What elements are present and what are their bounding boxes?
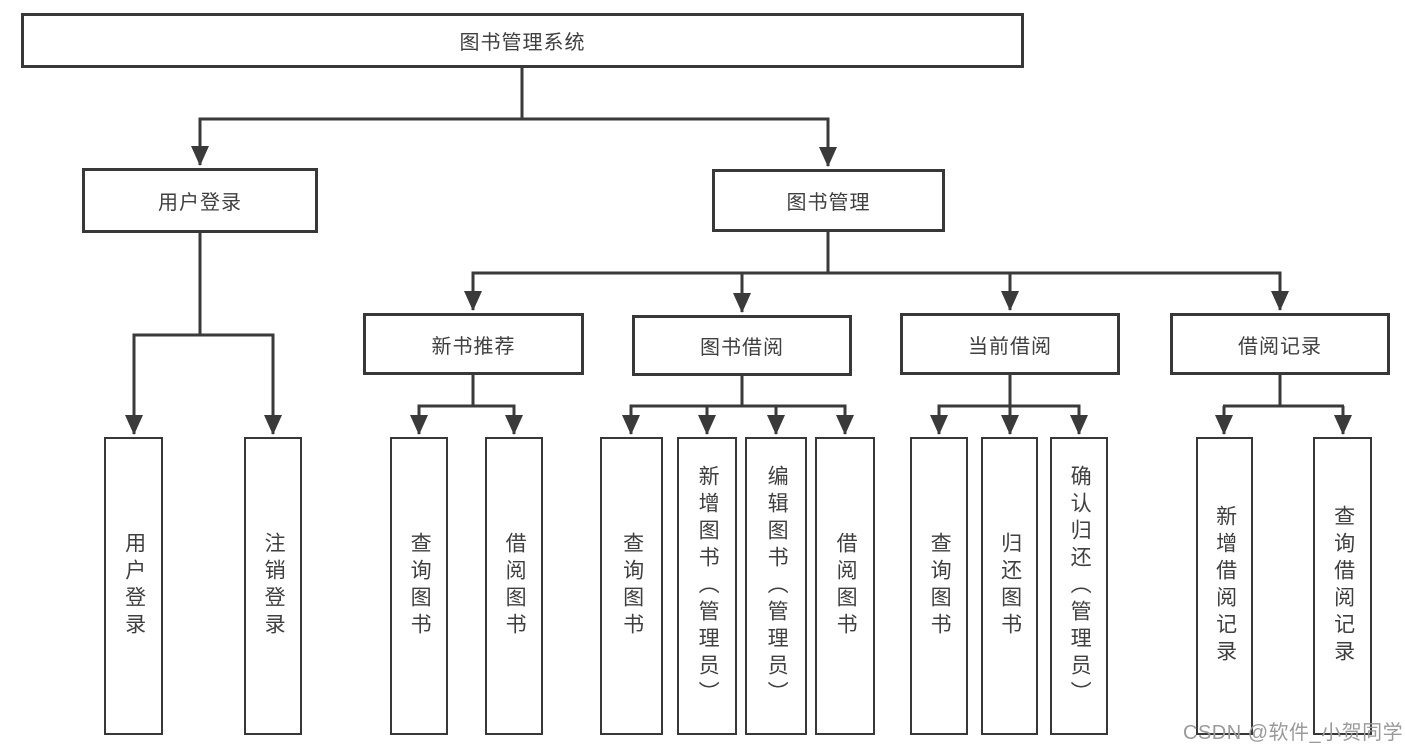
leaf-query-books-newrec: 查询图书 [390, 437, 448, 735]
leaf-query-books-current: 查询图书 [910, 437, 968, 735]
leaf-add-borrow-record: 新增借阅记录 [1196, 437, 1253, 735]
leaf-label: 查询借阅记录 [1331, 505, 1355, 667]
leaf-edit-book-admin: 编辑图书（管理员） [745, 437, 807, 735]
leaf-borrow-books-borrow: 借阅图书 [815, 437, 875, 735]
leaf-label: 查询图书 [408, 532, 432, 640]
node-book-borrow: 图书借阅 [632, 315, 852, 376]
leaf-user-login: 用户登录 [104, 437, 163, 735]
node-current-borrow: 当前借阅 [900, 313, 1120, 375]
leaf-label: 借阅图书 [834, 532, 858, 640]
leaf-label: 归还图书 [998, 532, 1022, 640]
leaf-label: 查询图书 [928, 532, 952, 640]
leaf-label: 查询图书 [620, 532, 644, 640]
node-borrow-records: 借阅记录 [1170, 313, 1390, 375]
leaf-return-books: 归还图书 [981, 437, 1038, 735]
leaf-logout: 注销登录 [244, 437, 302, 735]
watermark: CSDN @软件_小贺同学 [1183, 722, 1404, 744]
leaf-add-book-admin: 新增图书（管理员） [677, 437, 737, 735]
leaf-label: 用户登录 [122, 532, 146, 640]
leaf-label: 新增图书（管理员） [696, 464, 720, 708]
leaf-query-books-borrow: 查询图书 [600, 437, 663, 735]
leaf-label: 编辑图书（管理员） [765, 464, 789, 708]
leaf-borrow-books-newrec: 借阅图书 [485, 437, 543, 735]
node-new-book-recommend: 新书推荐 [363, 313, 584, 375]
leaf-label: 确认归还（管理员） [1068, 464, 1092, 708]
leaf-label: 借阅图书 [503, 532, 527, 640]
node-book-management: 图书管理 [712, 169, 945, 232]
leaf-label: 注销登录 [262, 532, 286, 640]
node-root-library-system: 图书管理系统 [21, 13, 1024, 68]
node-user-login-group: 用户登录 [82, 168, 318, 233]
leaf-label: 新增借阅记录 [1213, 505, 1237, 667]
leaf-confirm-return-admin: 确认归还（管理员） [1050, 437, 1108, 735]
leaf-query-borrow-record: 查询借阅记录 [1313, 437, 1372, 735]
